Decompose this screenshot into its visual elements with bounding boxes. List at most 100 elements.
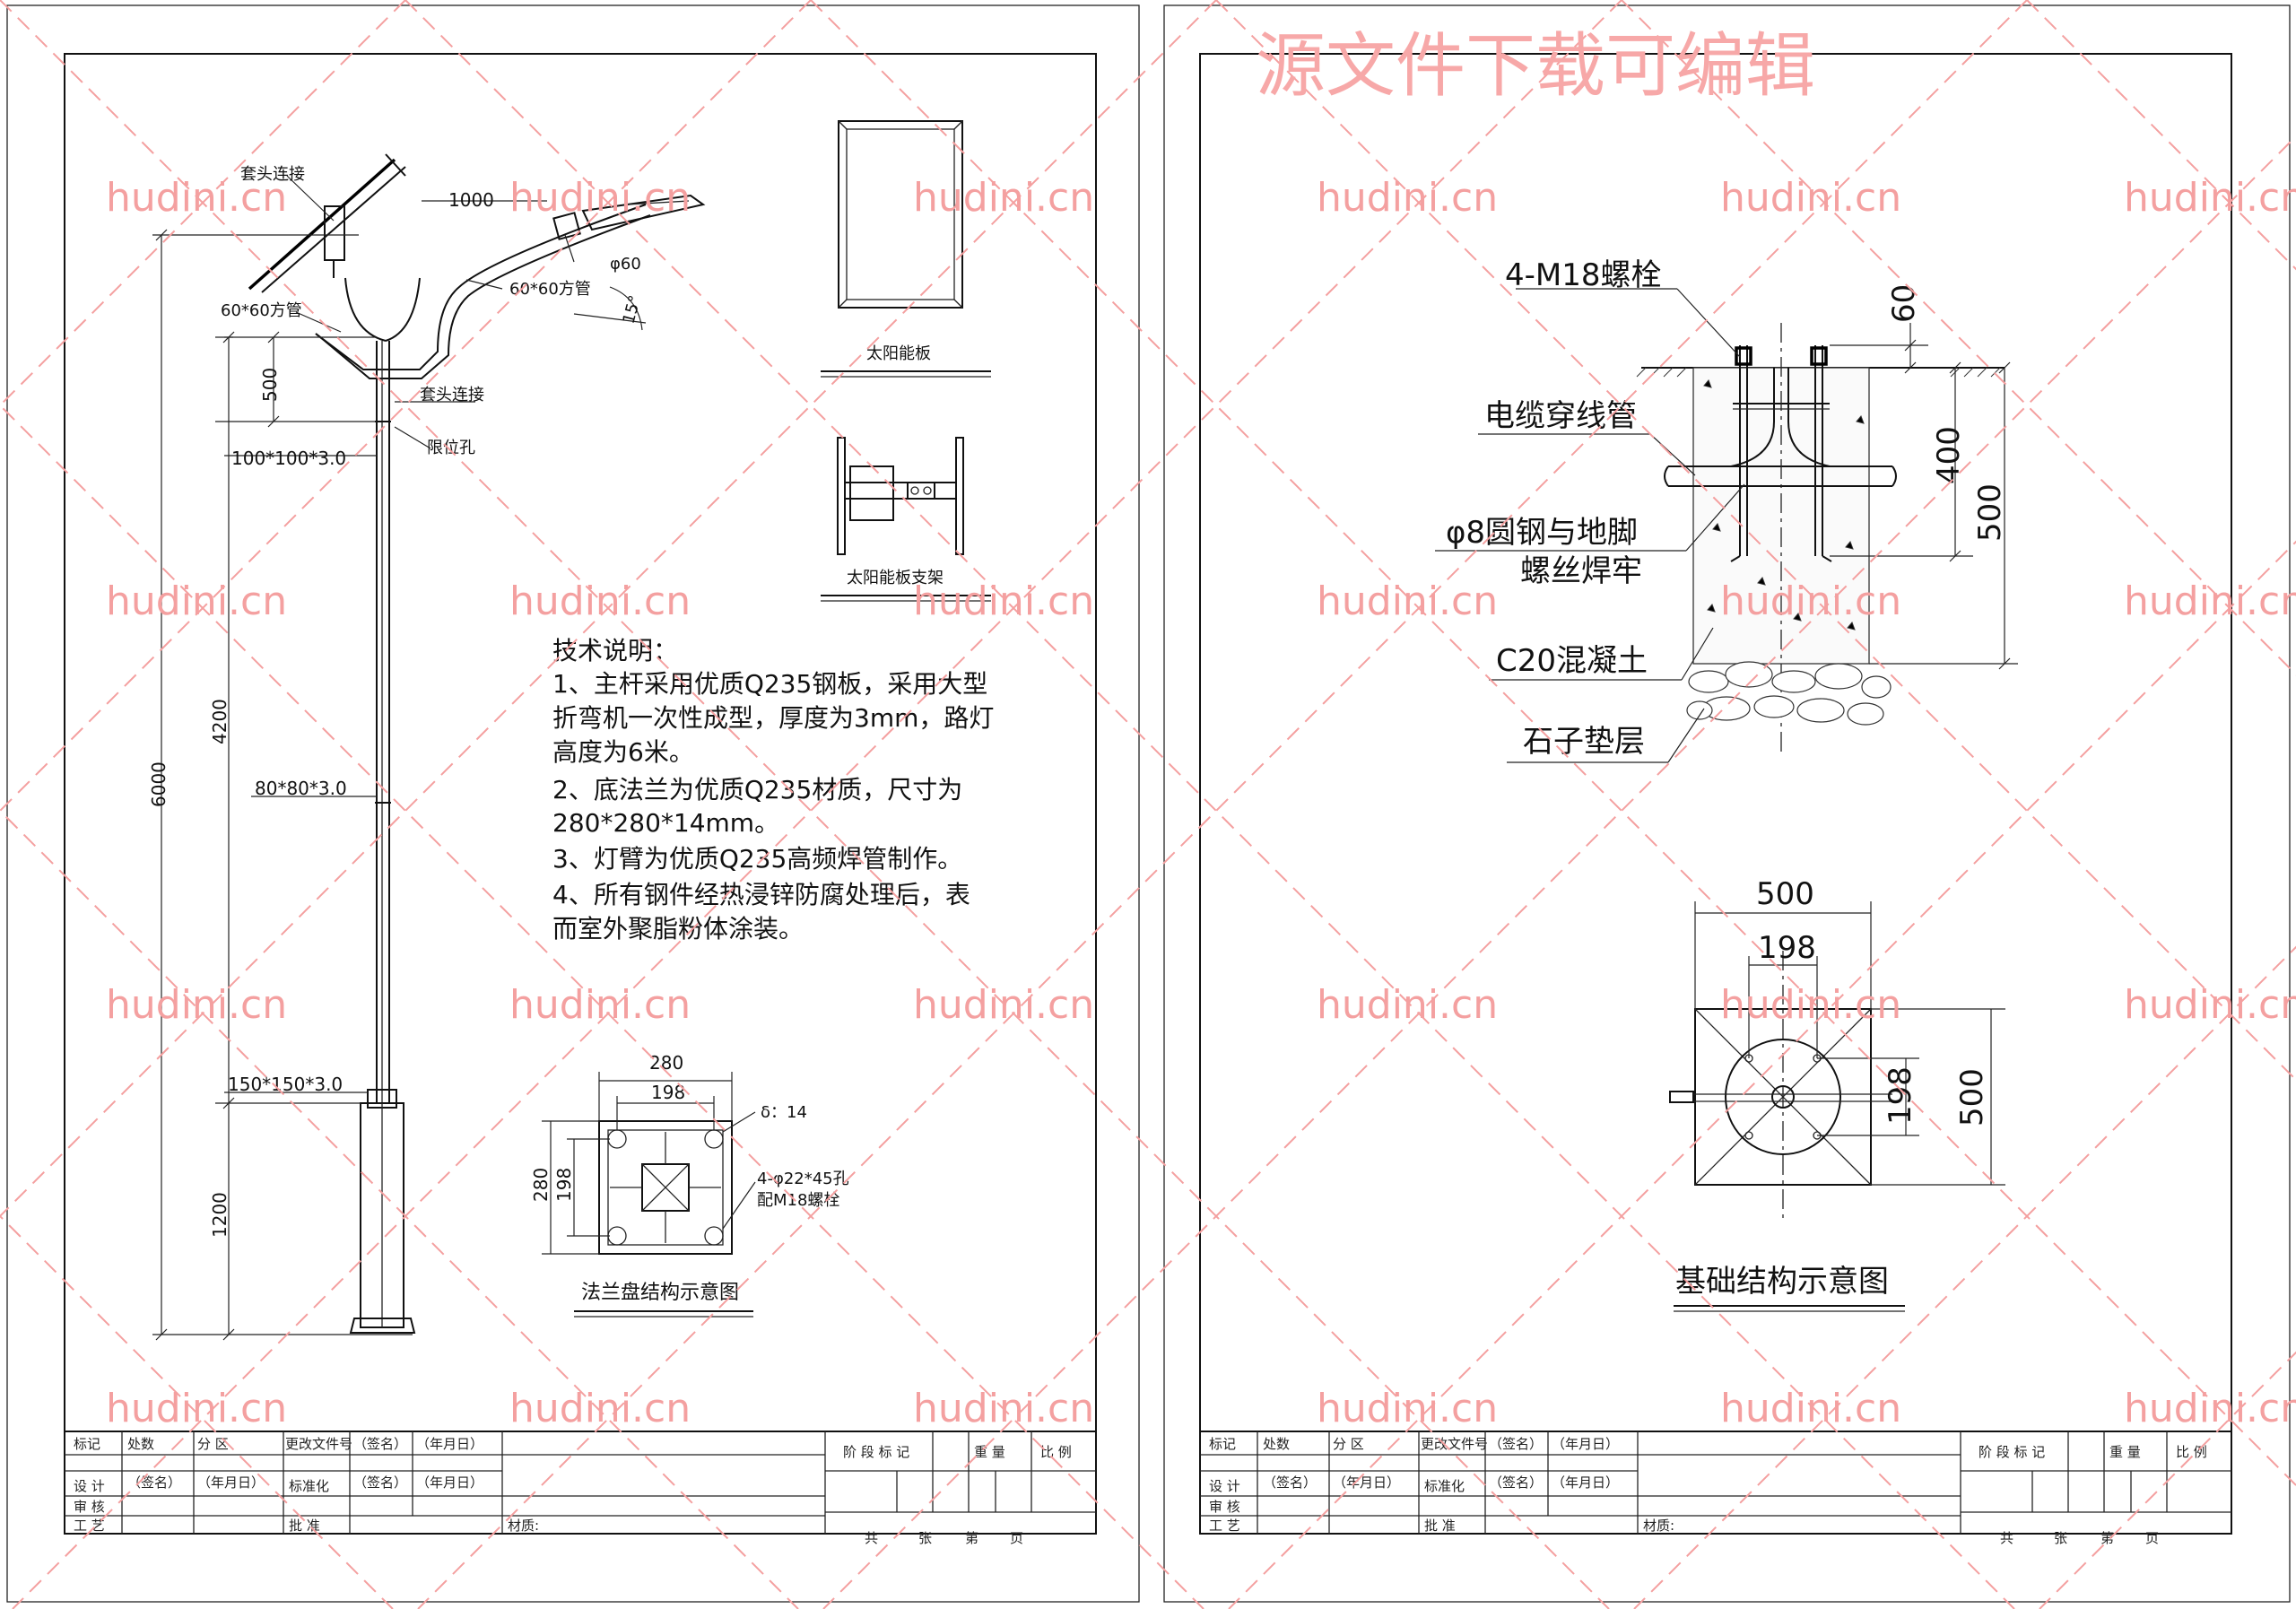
- watermark-site: hudini.cn: [913, 1386, 1094, 1431]
- watermark-site: hudini.cn: [106, 982, 287, 1028]
- tb-r-material: 材质:: [1643, 1518, 1674, 1534]
- pole-dimensions: [152, 175, 647, 1341]
- solar-panel-front: 太阳能板: [821, 120, 991, 378]
- notes-line-6: 3、灯臂为优质Q235高频焊管制作。: [552, 844, 962, 874]
- gravel-layer: [1686, 661, 1892, 726]
- tb-l-r1-1: 处数: [127, 1436, 154, 1452]
- label-section-mid: 80*80*3.0: [255, 778, 347, 799]
- watermark-text: hudini.cn hudini.cn hudini.cn hudini.cn hudi…: [106, 175, 2296, 1431]
- tb-l-total: 共: [865, 1530, 878, 1546]
- fdim-400: 400: [1931, 426, 1967, 484]
- notes-line-3: 高度为6米。: [552, 737, 694, 767]
- label-top-connection: 套头连接: [240, 165, 305, 184]
- watermark-site: hudini.cn: [509, 578, 691, 624]
- tb-l-r2-3: 标准化: [289, 1478, 329, 1494]
- tb-r-r2-3: 标准化: [1424, 1478, 1465, 1494]
- watermark-line: [2039, 1351, 2296, 1609]
- notes-line-7: 4、所有钢件经热浸锌防腐处理后，表: [552, 880, 970, 909]
- watermark-site: hudini.cn: [509, 982, 691, 1028]
- dim-6000: 6000: [148, 761, 170, 807]
- label-concrete: C20混凝土: [1496, 643, 1648, 679]
- watermark-site: hudini.cn: [106, 175, 287, 221]
- tb-r-page: 页: [2145, 1530, 2159, 1546]
- pdim-500-side: 500: [1954, 1068, 1990, 1126]
- tb-r-stage: 阶 段 标 记: [1979, 1444, 2045, 1460]
- watermark-site: hudini.cn: [913, 578, 1094, 624]
- dim-500: 500: [259, 368, 281, 402]
- notes-line-5: 280*280*14mm。: [552, 808, 779, 838]
- tb-l-material: 材质:: [508, 1518, 539, 1534]
- tb-r-r1-0: 标记: [1209, 1436, 1236, 1452]
- watermark-site: hudini.cn: [913, 982, 1094, 1028]
- watermark-site: hudini.cn: [1317, 175, 1498, 221]
- fdim-500: 500: [1972, 483, 2008, 542]
- tb-r-weight: 重 量: [2109, 1444, 2141, 1460]
- tb-r-sheets: 张: [2054, 1530, 2067, 1546]
- tb-l-r2-0: 设 计: [74, 1478, 105, 1494]
- watermark-site: hudini.cn: [1720, 578, 1901, 624]
- tb-r-total: 共: [2000, 1530, 2013, 1546]
- notes-line-8: 而室外聚脂粉体涂装。: [552, 914, 804, 944]
- tb-r-no: 第: [2100, 1530, 2114, 1546]
- tb-l-r2-2: （年月日）: [197, 1474, 265, 1491]
- notes-heading: 技术说明：: [552, 636, 678, 665]
- solar-panel-side: [248, 153, 406, 293]
- notes-line-4: 2、底法兰为优质Q235材质，尺寸为: [552, 775, 962, 804]
- sheet-frames: [6, 4, 2291, 1603]
- foundation-title: 基础结构示意图: [1675, 1264, 1889, 1300]
- watermark-line: [0, 0, 406, 407]
- tb-r-r1-5: （年月日）: [1552, 1436, 1619, 1452]
- watermark-line: [810, 0, 2296, 1487]
- pole-elevation: [248, 153, 706, 1334]
- tb-l-r1-5: （年月日）: [416, 1436, 483, 1452]
- title-block-right: 标记 处数 分 区 更改文件号 （签名） （年月日） 设 计 （签名） （年月日…: [1199, 1431, 2232, 1546]
- foundation-plan: 500 198 198 500 基础结构示意图: [1669, 876, 2005, 1312]
- flange-thickness: δ：14: [761, 1103, 807, 1122]
- pdim-198-top: 198: [1758, 930, 1816, 966]
- watermark-site: hudini.cn: [2124, 175, 2296, 221]
- watermark-site: hudini.cn: [1720, 175, 1901, 221]
- watermark-line: [822, 135, 2296, 1609]
- watermark-site: hudini.cn: [2124, 982, 2296, 1028]
- watermark-line: [0, 0, 1610, 1609]
- watermark-line: [1621, 0, 2296, 676]
- watermark-site: hudini.cn: [1317, 1386, 1498, 1431]
- tb-l-r1-3: 更改文件号: [285, 1436, 352, 1452]
- tb-l-r3-0: 审 核: [74, 1499, 105, 1515]
- watermark-site: hudini.cn: [106, 1386, 287, 1431]
- tb-r-r2-4: （签名）: [1489, 1474, 1543, 1491]
- tb-l-page: 页: [1010, 1530, 1023, 1546]
- pdim-198-side: 198: [1883, 1066, 1918, 1125]
- tb-r-r4-0: 工 艺: [1209, 1518, 1240, 1534]
- watermark-line: [0, 404, 1205, 1609]
- label-rebar-1: φ8圆钢与地脚: [1446, 515, 1638, 551]
- tb-r-r2-2: （年月日）: [1333, 1474, 1400, 1491]
- label-section-bottom: 150*150*3.0: [228, 1074, 343, 1095]
- label-section-top: 100*100*3.0: [231, 448, 346, 469]
- pdim-500-top: 500: [1756, 876, 1814, 912]
- bracket-title: 太阳能板支架: [847, 569, 944, 587]
- technical-notes: 技术说明： 1、主杆采用优质Q235钢板，采用大型 折弯机一次性成型，厚度为3m…: [552, 636, 994, 944]
- tb-r-r1-4: （签名）: [1489, 1436, 1543, 1452]
- label-tube-right: 60*60方管: [509, 280, 591, 299]
- fdim-60: 60: [1886, 284, 1922, 323]
- watermark-line: [0, 1214, 394, 1609]
- tb-r-r4-1: 批 准: [1424, 1518, 1456, 1534]
- tb-l-r2-5: （年月日）: [416, 1474, 483, 1491]
- flange-title: 法兰盘结构示意图: [581, 1282, 739, 1304]
- watermark-site: hudini.cn: [1720, 1386, 1901, 1431]
- watermark-line: [0, 0, 1217, 1218]
- watermark-site: hudini.cn: [1317, 982, 1498, 1028]
- tb-l-sheets: 张: [918, 1530, 932, 1546]
- label-bolts: 4-M18螺栓: [1505, 257, 1662, 293]
- watermark-site: hudini.cn: [913, 175, 1094, 221]
- panel-title: 太阳能板: [866, 344, 931, 363]
- label-socket: 套头连接: [420, 386, 484, 404]
- dim-1200: 1200: [209, 1192, 230, 1238]
- lamp-head: [552, 194, 706, 240]
- label-gravel: 石子垫层: [1523, 724, 1645, 760]
- tb-r-r1-2: 分 区: [1333, 1436, 1364, 1452]
- pole-labels: 套头连接 1000 60*60方管 60*60方管 φ60 15° 套头连接 限…: [148, 165, 645, 1238]
- watermark-line: [12, 0, 1622, 1609]
